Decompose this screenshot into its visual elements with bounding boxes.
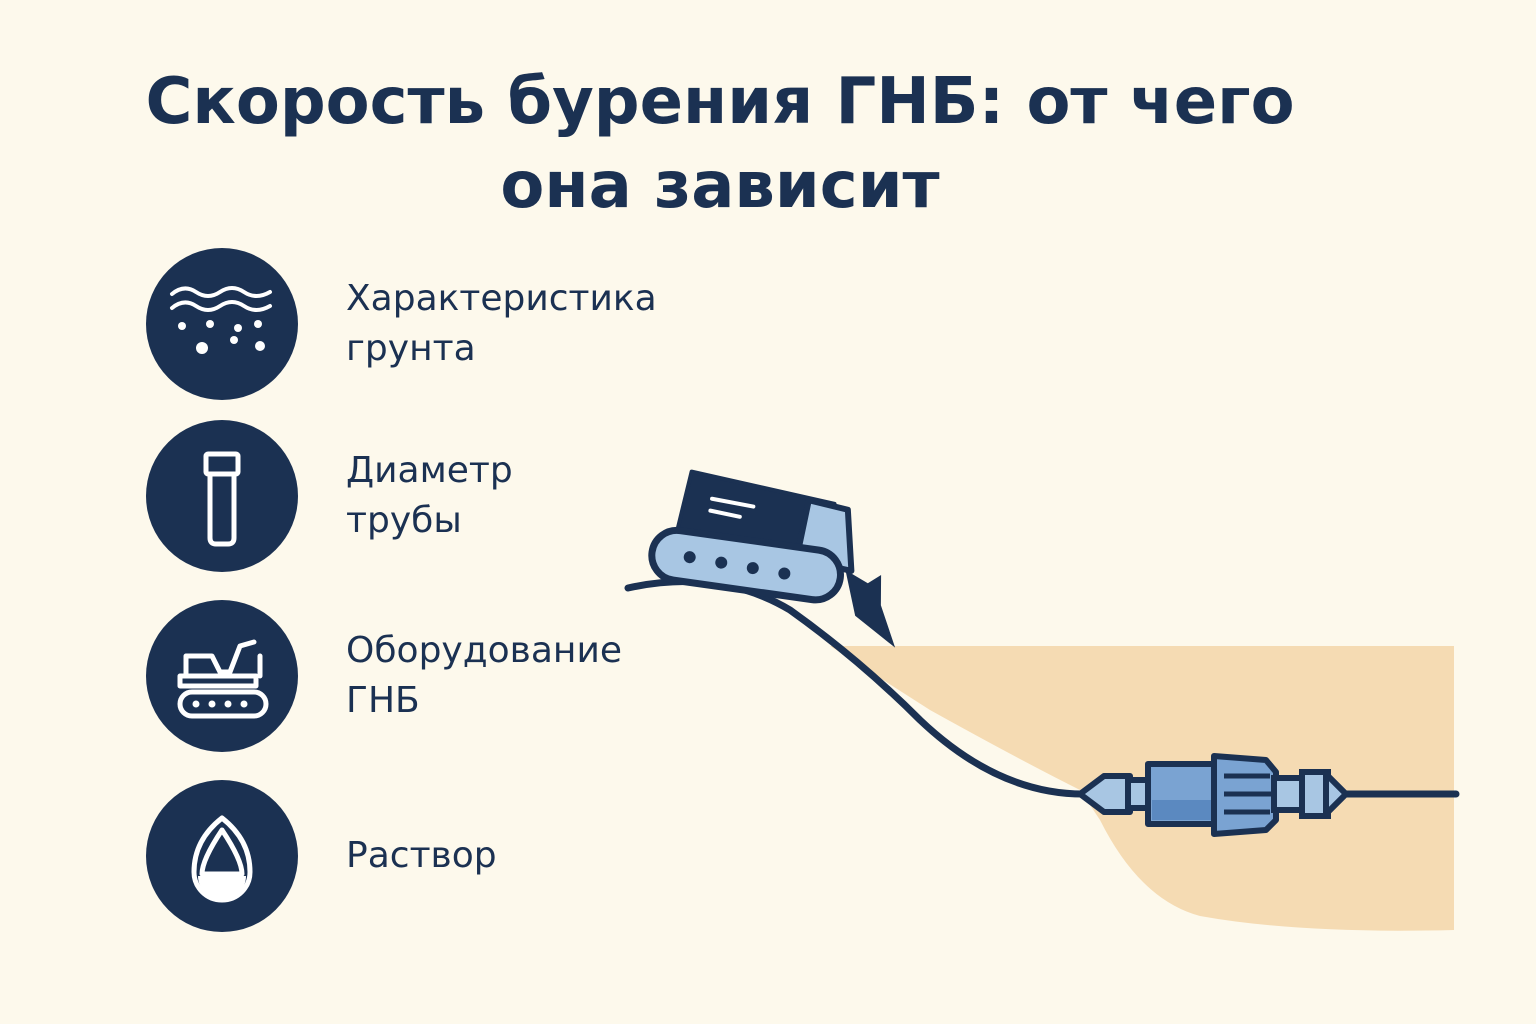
factor-fluid-line-1: Раствор [346,835,497,876]
factor-fluid-label: Раствор [346,831,497,881]
pipe-badge [146,420,298,572]
factor-equipment: Оборудование ГНБ [146,600,786,752]
factor-soil-label: Характеристика грунта [346,274,657,374]
factor-equipment-line-2: ГНБ [346,680,420,721]
factor-soil-line-2: грунта [346,328,476,369]
factor-equipment-label: Оборудование ГНБ [346,626,622,726]
drill-head [1077,753,1349,837]
factor-soil-line-1: Характеристика [346,278,657,319]
soil-layers-icon [170,286,272,354]
factor-pipe-line-2: трубы [346,500,462,541]
factor-soil: Характеристика грунта [146,248,786,400]
equipment-badge [146,600,298,752]
fluid-badge [146,780,298,932]
factor-equipment-line-1: Оборудование [346,630,622,671]
factor-fluid: Раствор [146,780,786,932]
drilling-rig-icon [177,639,269,719]
drilling-scene [624,469,1460,931]
page-title: Скорость бурения ГНБ: от чего она зависи… [0,60,1440,228]
title-line-1: Скорость бурения ГНБ: от чего [145,65,1295,139]
drop-icon [191,815,253,903]
factor-pipe-line-1: Диаметр [346,450,513,491]
drilling-rig [648,469,896,648]
pipe-icon [203,451,241,547]
title-line-2: она зависит [500,149,940,223]
factor-pipe-label: Диаметр трубы [346,446,513,546]
soil-badge [146,248,298,400]
factor-pipe: Диаметр трубы [146,420,786,572]
